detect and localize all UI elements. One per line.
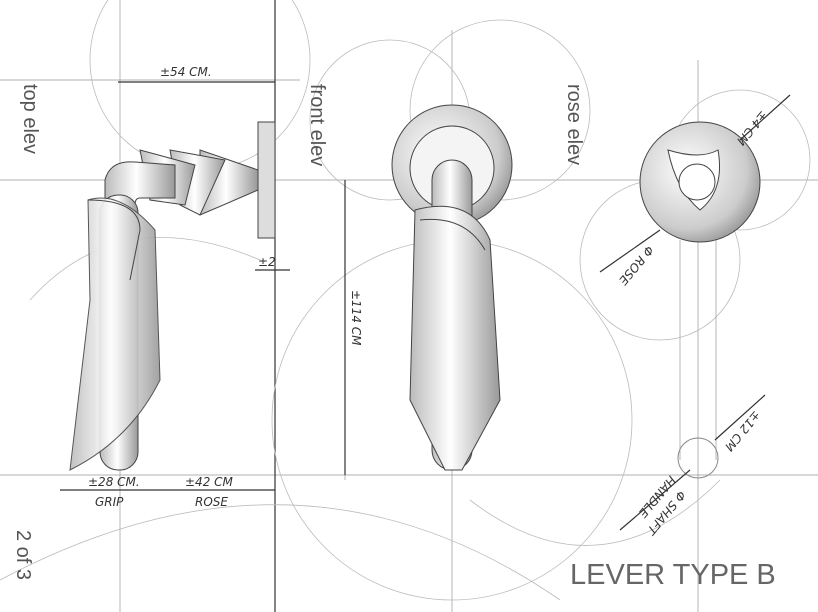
dim-width-total: ±54 CM. — [160, 65, 212, 79]
dimension-lines — [60, 81, 346, 491]
dim-rose-inner: ±4 CM — [733, 108, 770, 148]
front-elevation-drawing — [391, 104, 513, 471]
top-elev-label: top elev — [19, 84, 41, 154]
dim-rose-offset: ±2 — [258, 255, 276, 269]
grip-label: GRIP — [95, 495, 124, 509]
top-elevation-drawing — [69, 121, 276, 471]
dim-rose-depth: ±42 CM — [185, 475, 234, 489]
rose-elevation-drawing — [599, 94, 791, 531]
dim-grip: ±28 CM. — [88, 475, 140, 489]
rose-label: ROSE — [195, 495, 228, 509]
dim-height-front: ±114 CM — [349, 290, 363, 346]
front-elev-label: front elev — [306, 84, 328, 166]
drawing-title: LEVER TYPE B — [570, 559, 776, 591]
rose-elev-label: rose elev — [563, 84, 585, 165]
dim-rose-diameter: Φ ROSE — [616, 243, 657, 288]
page-number: 2 of 3 — [12, 530, 34, 580]
